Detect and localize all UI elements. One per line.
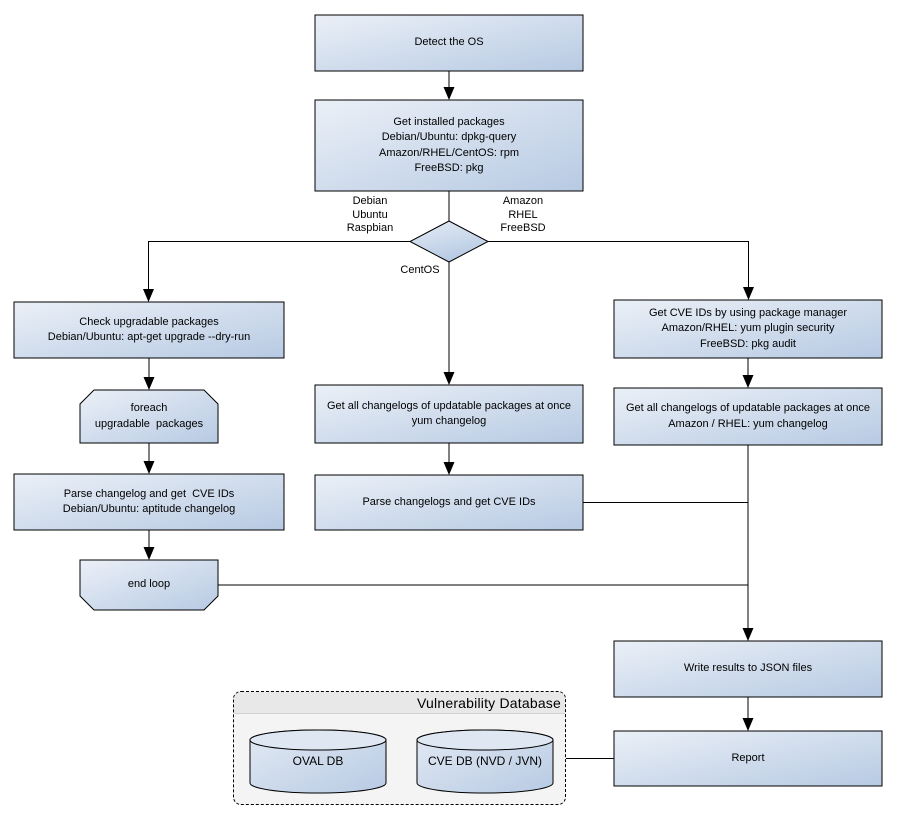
- node-text-line: FreeBSD: pkg audit: [700, 337, 796, 350]
- box-get-installed-packages: [314, 99, 584, 192]
- box-check-upgradable-packages: [13, 301, 285, 359]
- node-parse-changelogs-get-cve-ids: Parse changelogs and get CVE IDs: [315, 475, 583, 530]
- db-panel-header: Vulnerability Database: [234, 692, 565, 714]
- branch-label-line: Debian: [352, 195, 388, 207]
- branch-label-line: FreeBSD: [500, 222, 546, 234]
- node-text-line: FreeBSD: pkg: [414, 162, 484, 174]
- cylinder-label-cve-db: CVE DB (NVD / JVN): [419, 748, 551, 776]
- cylinder-cve-db-top: [416, 729, 554, 751]
- branch-label-line: Ubuntu: [352, 208, 388, 221]
- database-cylinders: [249, 729, 554, 794]
- node-parse-changelog-get-cve-ids: Parse changelog and get CVE IDs Debian/U…: [14, 474, 284, 530]
- node-text-line: Amazon/RHEL: yum plugin security: [661, 322, 835, 335]
- node-text-line: Check upgradable packages: [79, 315, 219, 328]
- os-decision-diamond: [408, 220, 490, 263]
- branch-label-debian-ubuntu-raspbian: Debian Ubuntu Raspbian: [330, 195, 410, 236]
- node-get-changelogs-yum: Get all changelogs of updatable packages…: [301, 385, 597, 443]
- node-text-line: Get CVE IDs by using package manager: [648, 306, 848, 319]
- box-parse-changelog-get-cve-ids: [13, 473, 285, 531]
- branch-label-line: RHEL: [508, 208, 538, 221]
- node-text-line: Debian/Ubuntu: aptitude changelog: [62, 503, 236, 515]
- shape-foreach-loop-start: [79, 389, 219, 444]
- node-text-line: Get all changelogs of updatable packages…: [326, 399, 571, 412]
- box-get-changelogs-yum: [314, 384, 584, 444]
- node-text-line: Get all changelogs of updatable packages…: [625, 402, 870, 414]
- shape-end-loop: [79, 559, 219, 611]
- node-write-results-json: Write results to JSON files: [614, 641, 882, 697]
- node-text-line: Debian/Ubuntu: dpkg-query: [381, 131, 517, 143]
- node-text-line: end loop: [127, 578, 171, 591]
- cylinder-label-oval-db: OVAL DB: [252, 748, 384, 776]
- node-text-line: Write results to JSON files: [683, 662, 813, 675]
- node-text-line: foreach: [130, 402, 168, 414]
- node-text-line: Parse changelog and get CVE IDs: [63, 487, 235, 500]
- box-get-cve-ids-package-manager: [613, 299, 883, 359]
- branch-label-line: Raspbian: [346, 222, 394, 234]
- node-get-installed-packages: Get installed packages Debian/Ubuntu: dp…: [315, 100, 583, 191]
- box-write-results-json: [613, 640, 883, 698]
- node-detect-os: Detect the OS: [315, 15, 583, 71]
- node-text-line: Parse changelogs and get CVE IDs: [362, 495, 536, 508]
- connectors: [143, 71, 754, 759]
- node-text-line: OVAL DB: [292, 754, 344, 769]
- db-panel-title: Vulnerability Database: [417, 694, 561, 711]
- node-text-line: Report: [731, 751, 765, 764]
- node-text-line: Debian/Ubuntu: apt-get upgrade --dry-run: [47, 331, 251, 343]
- box-get-changelogs-amazon-rhel: [613, 387, 883, 446]
- node-text-line: Amazon / RHEL: yum changelog: [668, 417, 828, 430]
- box-parse-changelogs-get-cve-ids: [314, 474, 584, 531]
- node-foreach-upgradable-packages: foreach upgradable packages: [80, 390, 218, 443]
- node-check-upgradable-packages: Check upgradable packages Debian/Ubuntu:…: [14, 302, 284, 358]
- branch-label-line: Amazon: [502, 195, 544, 207]
- edge-diamond-to-left-branch: [143, 241, 410, 302]
- branch-label-amazon-rhel-freebsd: Amazon RHEL FreeBSD: [483, 195, 563, 236]
- node-get-changelogs-amazon-rhel: Get all changelogs of updatable packages…: [600, 388, 896, 445]
- node-text-line: Detect the OS: [414, 36, 484, 49]
- node-text-line: Amazon/RHEL/CentOS: rpm: [379, 146, 519, 159]
- node-get-cve-ids-package-manager: Get CVE IDs by using package manager Ama…: [614, 300, 882, 358]
- process-boxes: [13, 14, 883, 787]
- node-text-line: CVE DB (NVD / JVN): [427, 754, 542, 769]
- node-text-line: upgradable packages: [94, 417, 204, 430]
- branch-label-centos: CentOS: [390, 264, 450, 278]
- node-end-loop: end loop: [80, 560, 218, 610]
- node-text-line: Get installed packages: [393, 115, 505, 128]
- node-text-line: yum changelog: [411, 415, 487, 427]
- cylinder-oval-db-top: [249, 729, 387, 751]
- box-report: [613, 730, 883, 787]
- branch-label-line: CentOS: [400, 264, 440, 276]
- edge-diamond-to-right-branch: [488, 241, 754, 300]
- box-detect-os: [314, 14, 584, 72]
- node-report: Report: [614, 731, 882, 786]
